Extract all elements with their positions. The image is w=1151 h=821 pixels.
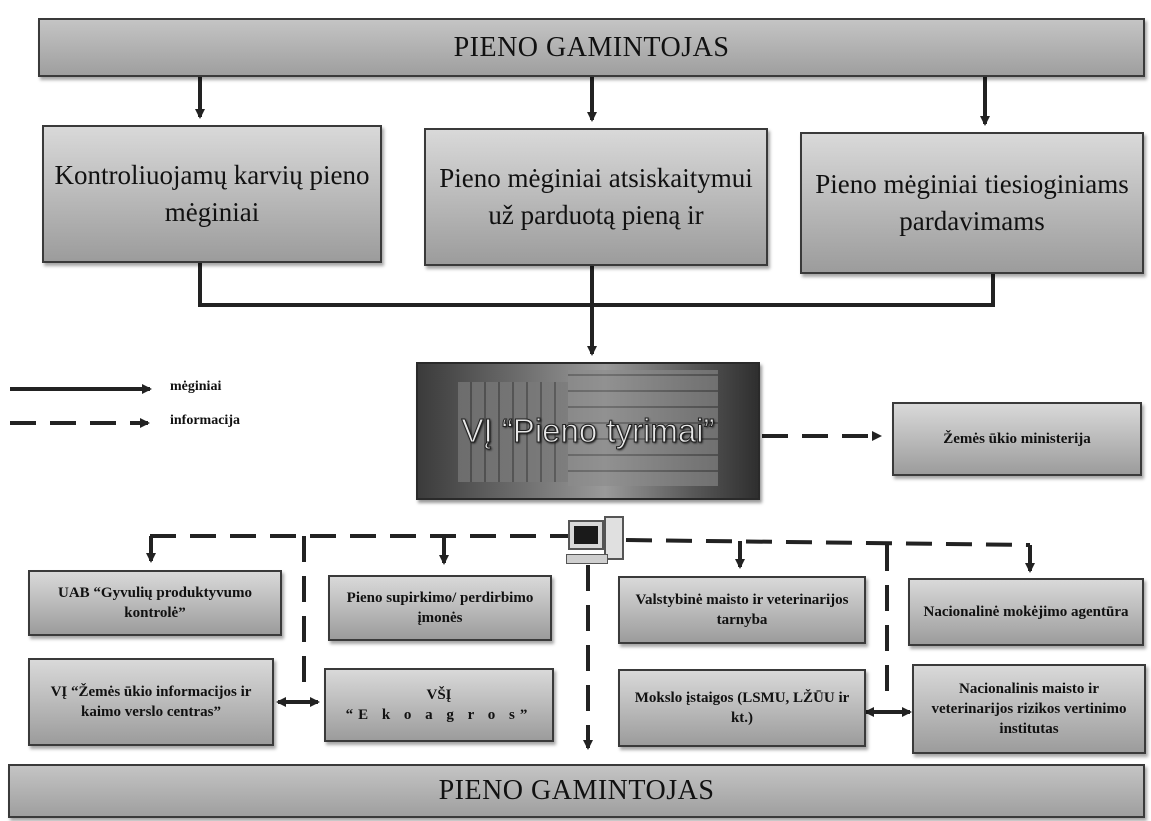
risk-institute-box: Nacionalinis maisto ir veterinarijos riz… xyxy=(912,664,1146,754)
building-image xyxy=(458,382,568,482)
uab-gpk-label: UAB “Gyvulių produktyvumo kontrolė” xyxy=(58,585,252,621)
science-box: Mokslo įstaigos (LSMU, LŽŪU ir kt.) xyxy=(618,669,866,747)
milk-processors-label: Pieno supirkimo/ perdirbimo įmonės xyxy=(346,590,534,626)
risk-institute-label: Nacionalinis maisto ir veterinarijos riz… xyxy=(931,681,1127,737)
top-banner-label: PIENO GAMINTOJAS xyxy=(453,31,730,63)
uab-gpk-box: UAB “Gyvulių produktyvumo kontrolė” xyxy=(28,570,282,636)
nma-box: Nacionalinė mokėjimo agentūra xyxy=(908,578,1144,646)
bottom-banner: PIENO GAMINTOJAS xyxy=(8,764,1145,818)
ministry-label: Žemės ūkio ministerija xyxy=(943,431,1091,447)
bottom-banner-label: PIENO GAMINTOJAS xyxy=(438,775,715,806)
top-banner: PIENO GAMINTOJAS xyxy=(38,18,1145,77)
vmvt-label: Valstybinė maisto ir veterinarijos tarny… xyxy=(635,592,849,628)
computer-icon xyxy=(566,516,626,566)
ekoagros-label-1: VŠĮ xyxy=(426,687,452,703)
center-node: VĮ “Pieno tyrimai” xyxy=(416,362,760,500)
building-image-part xyxy=(568,370,718,486)
sample-box-1: Kontroliuojamų karvių pieno mėginiai xyxy=(42,125,382,263)
sample-box-1-label: Kontroliuojamų karvių pieno mėginiai xyxy=(54,160,370,227)
sample-box-2-label: Pieno mėginiai atsiskaitymui už parduotą… xyxy=(439,163,753,230)
ekoagros-box: VŠĮ “E k o a g r o s” xyxy=(324,668,554,742)
nma-label: Nacionalinė mokėjimo agentūra xyxy=(923,604,1129,620)
legend-solid-label: mėginiai xyxy=(170,379,222,394)
sample-box-3: Pieno mėginiai tiesioginiams pardavimams xyxy=(800,132,1144,274)
science-label: Mokslo įstaigos (LSMU, LŽŪU ir kt.) xyxy=(634,690,850,726)
sample-box-2: Pieno mėginiai atsiskaitymui už parduotą… xyxy=(424,128,768,266)
legend-dashed-label: informacija xyxy=(170,413,240,428)
ekoagros-label-2: “E k o a g r o s” xyxy=(345,707,533,723)
collector-line xyxy=(198,263,995,307)
sample-box-3-label: Pieno mėginiai tiesioginiams pardavimams xyxy=(815,169,1129,236)
ministry-box: Žemės ūkio ministerija xyxy=(892,402,1142,476)
center-title: VĮ “Pieno tyrimai” xyxy=(461,412,715,450)
milk-processors-box: Pieno supirkimo/ perdirbimo įmonės xyxy=(328,575,552,641)
zuikvc-label: VĮ “Žemės ūkio informacijos ir kaimo ver… xyxy=(50,684,252,720)
zuikvc-box: VĮ “Žemės ūkio informacijos ir kaimo ver… xyxy=(28,658,274,746)
bus-right xyxy=(625,538,1031,547)
vmvt-box: Valstybinė maisto ir veterinarijos tarny… xyxy=(618,576,866,644)
